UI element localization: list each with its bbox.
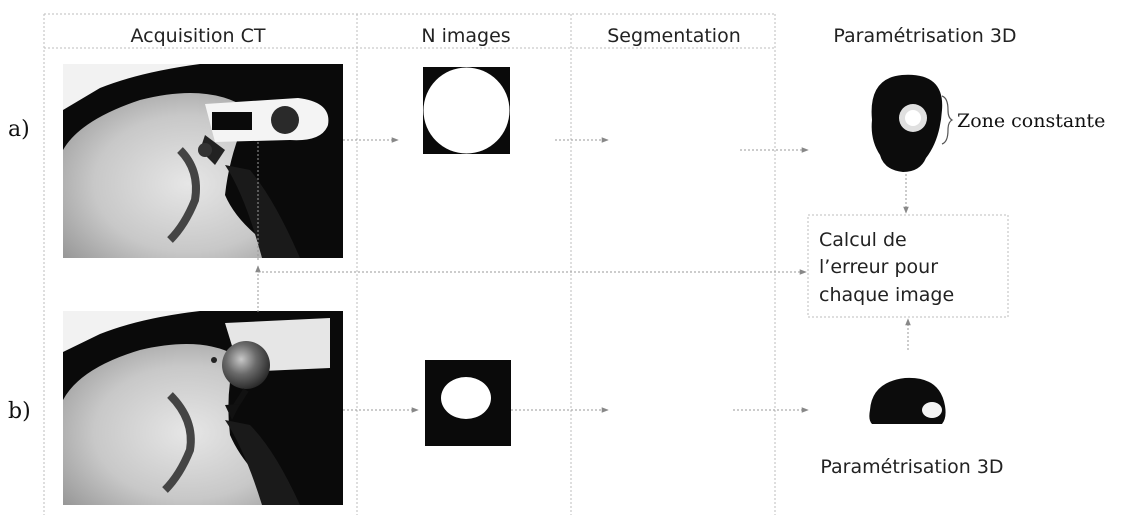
slice-image-b [425,360,511,446]
zone-constante-label: Zone constante [957,110,1105,132]
header-n-images: N images [421,25,510,47]
error-box [807,214,1009,318]
row-label-a: a) [8,117,30,142]
header-segmentation: Segmentation [607,25,741,47]
error-box-line1: Calcul de [819,229,907,251]
zone-bracket [941,95,954,145]
table-grid [43,13,776,515]
parametrisation-bottom-label: Paramétrisation 3D [820,456,1003,478]
error-box-line2: l’erreur pour [819,256,938,278]
shape-3d-a [871,74,943,172]
shape-3d-b [869,377,946,424]
row-label-b: b) [8,399,31,424]
ct-photo-b [63,311,343,505]
header-parametrisation: Paramétrisation 3D [833,25,1016,47]
header-acquisition: Acquisition CT [131,25,266,47]
error-box-line3: chaque image [819,284,954,306]
ct-photo-a [63,64,343,259]
slice-image-a [423,67,510,154]
flow-arrows [255,137,911,413]
